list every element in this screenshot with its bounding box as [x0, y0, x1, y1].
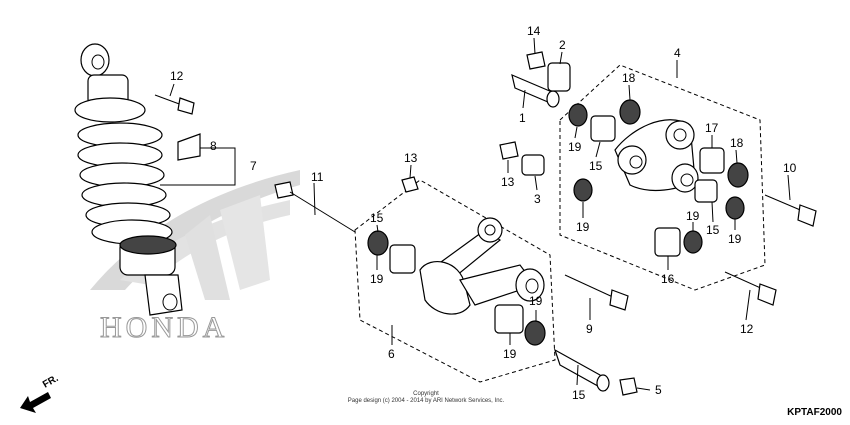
- needle-bearing-15-c: [590, 115, 616, 142]
- leader-lines: [169, 37, 791, 391]
- dust-seal-19-b4: [573, 178, 593, 202]
- collar-1: [511, 73, 560, 108]
- callout-3: 3: [534, 192, 541, 206]
- callout-19: 19: [576, 220, 590, 234]
- nut-14: [526, 51, 546, 70]
- copyright-line-1: Copyright: [413, 391, 439, 397]
- front-arrow-label: FR.: [41, 373, 61, 391]
- diagram-code: KPTAF2000: [787, 407, 842, 418]
- bolt-11: [274, 181, 356, 233]
- callout-19: 19: [728, 232, 742, 246]
- callout-14: 14: [527, 24, 541, 38]
- callout-15: 15: [589, 159, 603, 173]
- copyright-line-2: Page design (c) 2004 - 2014 by ARI Netwo…: [348, 398, 505, 404]
- callout-7-bracket: [160, 147, 236, 186]
- callout-15: 15: [370, 211, 384, 225]
- needle-bearing-15-d: [694, 179, 718, 203]
- callout-7: 7: [250, 159, 257, 173]
- callout-13: 13: [404, 151, 418, 165]
- callout-19: 19: [686, 209, 700, 223]
- caution-label-part-8: [177, 133, 201, 161]
- callout-18: 18: [622, 71, 636, 85]
- collar-3: [521, 154, 545, 176]
- honda-watermark-text: HONDA: [100, 311, 228, 344]
- callout-2: 2: [559, 38, 566, 52]
- bolt-12-upper: [154, 94, 195, 115]
- callout-5: 15: [572, 388, 586, 402]
- bolt-10: [764, 194, 817, 227]
- dust-seal-19-a: [367, 230, 389, 256]
- nut-13-c: [619, 377, 638, 396]
- dust-seal-18-a: [619, 99, 641, 125]
- callout-1: 1: [519, 111, 526, 125]
- callout-10: 10: [783, 161, 797, 175]
- callout-15: 15: [706, 223, 720, 237]
- callout-9: 9: [586, 322, 593, 336]
- needle-bearing-16: [654, 227, 681, 257]
- dust-seal-19-a4: [568, 103, 588, 127]
- callout-13: 13: [501, 175, 515, 189]
- front-direction-arrow: FR.: [20, 373, 61, 413]
- needle-bearing-15-b: [494, 304, 524, 334]
- callout-19: 19: [568, 140, 582, 154]
- assembly-4-outline: [559, 64, 766, 291]
- callout-4: 4: [674, 46, 681, 60]
- nut-13-a: [401, 176, 419, 193]
- dust-seal-19-b: [524, 320, 546, 346]
- collar-2: [547, 62, 571, 92]
- needle-bearing-15-a: [389, 244, 416, 274]
- needle-bearing-17: [699, 147, 725, 174]
- rear-shock-absorber: [74, 43, 183, 316]
- callout-13: 5: [655, 383, 662, 397]
- callout-15: 19: [503, 347, 517, 361]
- shock-arm-6: [419, 217, 545, 315]
- callout-17: 17: [705, 121, 719, 135]
- callout-16: 16: [661, 272, 675, 286]
- bolt-9: [564, 274, 629, 311]
- assembly-6-outline: [354, 179, 556, 383]
- callout-12: 12: [740, 322, 754, 336]
- dust-seal-19-e: [683, 230, 703, 254]
- cushion-connecting-rod-4: [614, 119, 699, 193]
- collar-5: [553, 348, 610, 392]
- bolt-12-lower: [724, 271, 777, 306]
- dust-seal-18-b: [727, 162, 749, 188]
- callout-6: 6: [388, 347, 395, 361]
- callout-19: 19: [370, 272, 384, 286]
- callout-19: 19: [529, 294, 543, 308]
- callout-12: 12: [170, 69, 184, 83]
- callout-18: 18: [730, 136, 744, 150]
- callout-8: 8: [210, 139, 217, 153]
- dust-seal-19-d: [725, 196, 745, 220]
- callout-11: 11: [311, 170, 324, 184]
- nut-13-b: [499, 141, 519, 160]
- callout-labels: 14 2 4 12 18 1 19 15 17 18 8 7 13 13 11 …: [170, 24, 797, 402]
